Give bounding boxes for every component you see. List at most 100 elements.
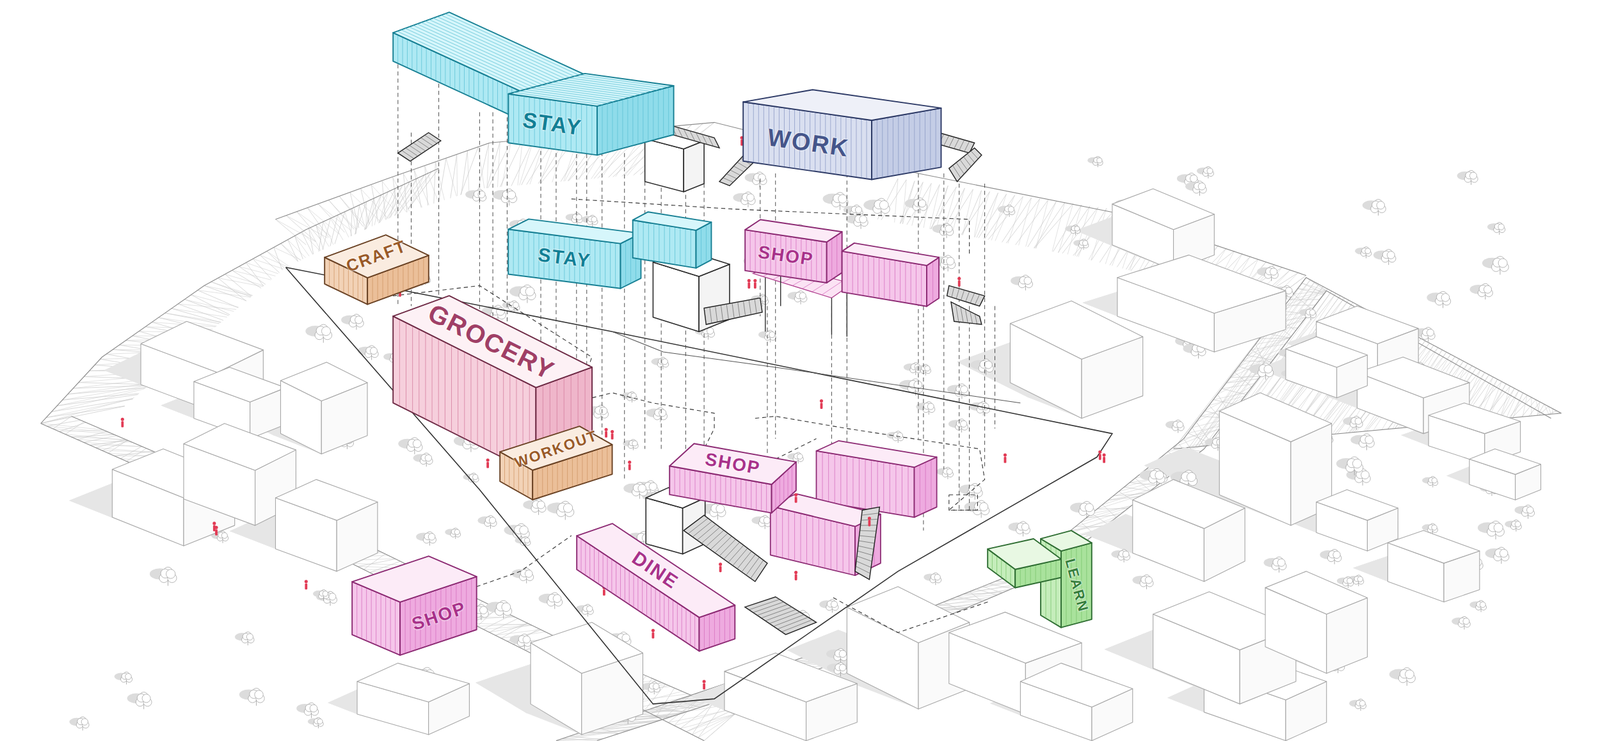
mesh-line <box>360 188 370 225</box>
tree <box>904 197 928 214</box>
mesh-line <box>211 281 253 296</box>
mesh-line <box>952 188 966 233</box>
tree <box>732 192 756 208</box>
mesh-line <box>488 618 518 633</box>
tree-crown <box>166 569 176 579</box>
tree <box>1249 362 1274 380</box>
mesh-line <box>231 270 262 288</box>
tree <box>1514 504 1535 520</box>
tree-crown <box>1431 524 1437 530</box>
tree-crown <box>501 602 511 612</box>
mesh-line <box>108 440 128 454</box>
tree <box>948 419 968 433</box>
tree-crown <box>897 432 904 439</box>
mesh-line <box>382 181 386 219</box>
tree <box>149 567 177 586</box>
mesh-line <box>334 211 345 245</box>
mesh-line <box>930 186 957 230</box>
mesh-line <box>1221 383 1255 389</box>
mesh-line <box>330 215 338 247</box>
mesh-line <box>704 714 735 741</box>
tree <box>307 717 324 729</box>
tree-crown <box>563 503 573 513</box>
mesh-line <box>517 140 523 186</box>
mesh-line <box>294 236 303 260</box>
tree-crown <box>1361 471 1370 480</box>
mesh-line <box>982 586 1003 594</box>
tree <box>1087 156 1103 168</box>
mesh-line <box>495 623 528 636</box>
tree-crown <box>519 526 528 535</box>
mesh-line <box>1251 344 1286 351</box>
mesh-line <box>1002 197 1032 243</box>
mesh-line <box>698 714 735 738</box>
mesh-line <box>46 405 125 418</box>
mesh-line <box>266 251 289 267</box>
mesh-line <box>238 266 266 285</box>
tree <box>915 401 935 415</box>
tree-crown <box>1096 158 1103 164</box>
mesh-line <box>686 714 735 732</box>
mesh-line <box>171 308 228 318</box>
mesh-line <box>414 169 429 205</box>
mesh-line <box>433 162 436 205</box>
tree-crown <box>536 501 545 509</box>
tree-crown <box>1499 549 1508 558</box>
tree <box>997 204 1016 217</box>
tree <box>1457 170 1479 185</box>
tree <box>958 483 983 500</box>
tree-crown <box>934 574 941 580</box>
mesh-line <box>1230 376 1261 378</box>
mesh-line <box>460 147 479 196</box>
tree <box>1470 283 1494 300</box>
mesh-line <box>58 422 86 432</box>
mesh-line <box>984 195 1016 240</box>
tree-crown <box>879 200 889 210</box>
mesh-line <box>487 142 501 189</box>
tree <box>1354 247 1372 259</box>
tree-crown <box>659 409 667 417</box>
tree-crown <box>1514 521 1521 528</box>
mesh-line <box>483 615 512 630</box>
tree <box>819 599 839 614</box>
mesh-line <box>1500 385 1511 419</box>
mesh-line <box>352 208 357 235</box>
tree-crown <box>652 683 660 690</box>
tree-crown <box>1469 172 1477 180</box>
tree-crown <box>927 403 934 410</box>
mesh-line <box>280 243 299 262</box>
terrain-edge <box>275 122 1306 276</box>
tree-crown <box>1189 174 1197 182</box>
shadows <box>69 215 1542 741</box>
tree <box>485 600 512 619</box>
mesh-line <box>501 140 512 187</box>
tree <box>477 515 497 530</box>
tree-crown <box>489 517 496 524</box>
mesh-line <box>1512 397 1532 418</box>
mesh-line <box>371 184 378 222</box>
tree <box>886 431 904 443</box>
mesh-line <box>364 195 381 231</box>
mesh-line <box>394 174 425 216</box>
terrain-lines <box>40 122 1562 741</box>
tree <box>1487 222 1506 235</box>
tree-crown <box>525 287 535 297</box>
mesh-line <box>1006 199 1040 244</box>
tree-crown <box>830 600 838 608</box>
mesh-line <box>499 140 523 188</box>
mesh-line <box>392 177 399 216</box>
mesh-line <box>58 430 104 432</box>
tree-crown <box>1186 472 1196 482</box>
mesh-line <box>67 383 152 395</box>
mesh-line <box>56 387 147 406</box>
mesh-line <box>931 185 948 230</box>
tree-crown <box>412 439 422 448</box>
tree-crown <box>746 193 755 202</box>
mesh-line <box>467 151 469 193</box>
mesh-line <box>950 599 987 600</box>
mesh-line <box>1102 504 1117 518</box>
tree-crown <box>309 704 318 713</box>
tree-crown <box>1309 309 1316 316</box>
tree-crown <box>918 199 927 208</box>
mesh-line <box>328 200 356 230</box>
